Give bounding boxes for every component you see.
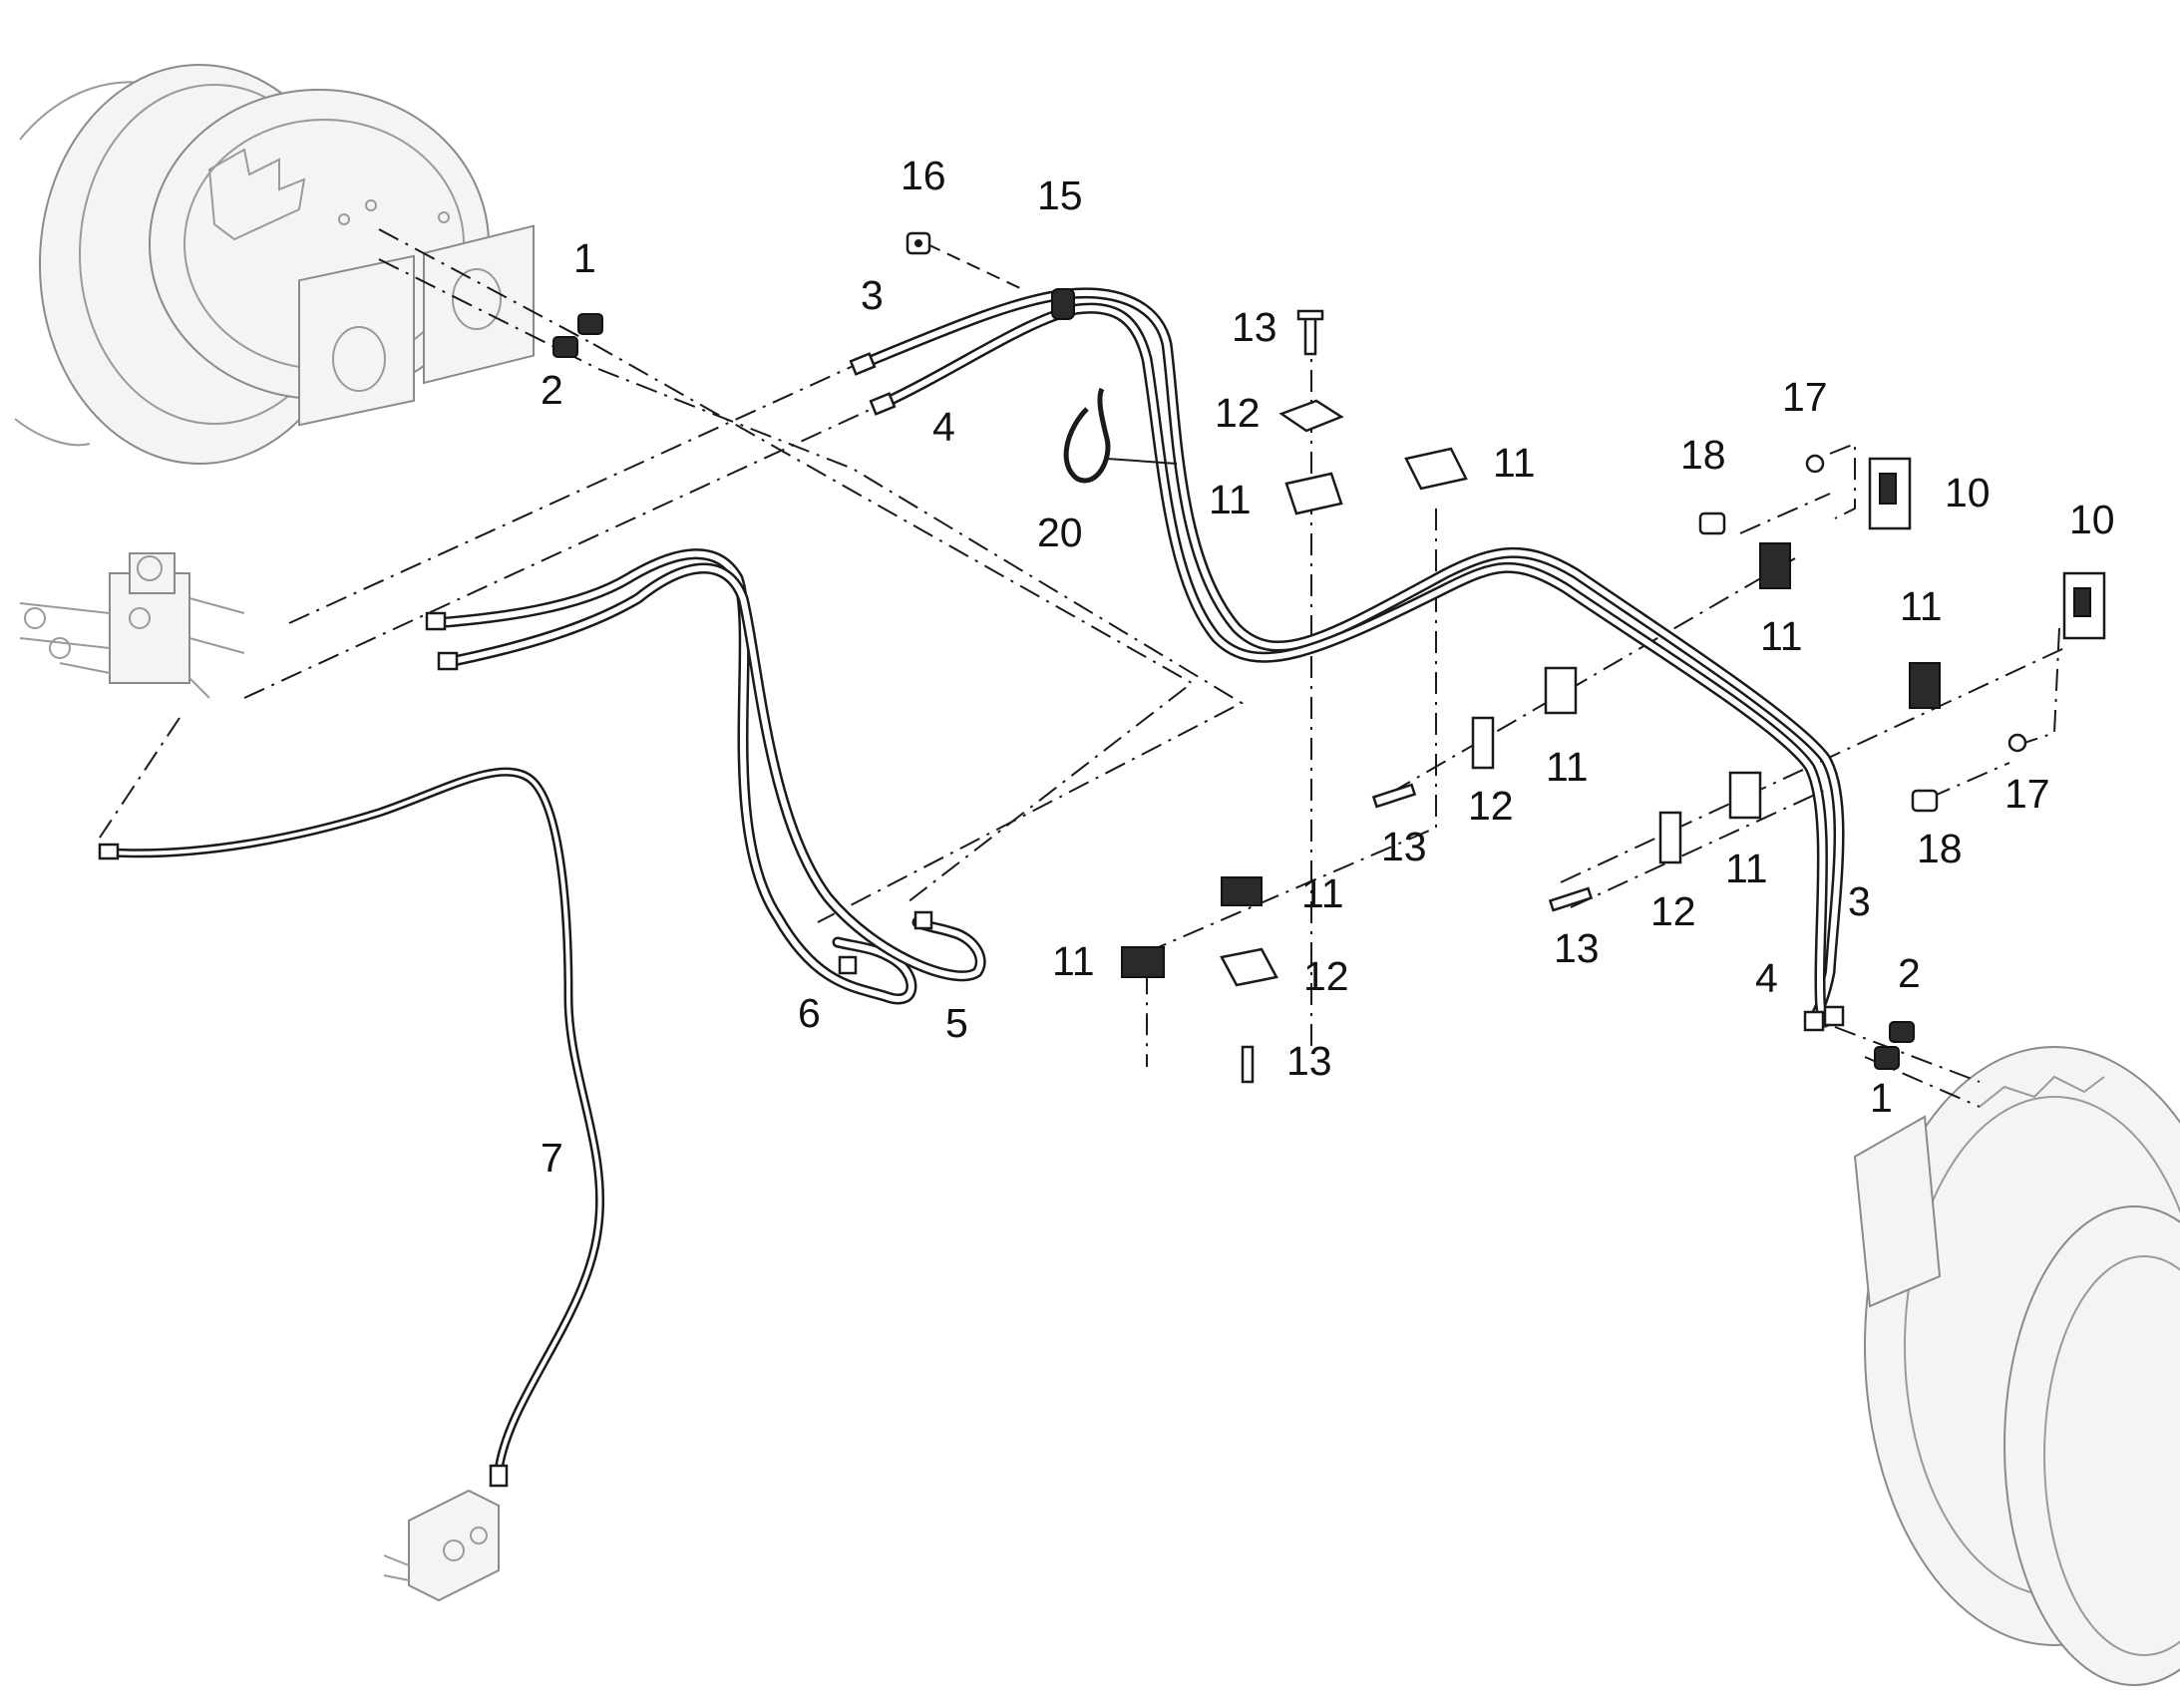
callout-20: 20 — [1037, 510, 1083, 555]
callout-12-top: 12 — [1215, 390, 1261, 436]
callout-2-top: 2 — [541, 367, 563, 413]
callout-4-right: 4 — [1755, 955, 1778, 1001]
callout-13-lower: 13 — [1286, 1038, 1332, 1084]
callout-11-mid-c: 11 — [1546, 744, 1589, 790]
callout-6: 6 — [798, 990, 821, 1036]
valve-block-bottom — [383, 1489, 500, 1602]
drive-motor-left — [14, 64, 535, 465]
callout-11-top-right: 11 — [1493, 440, 1536, 486]
callout-4-top: 4 — [932, 404, 955, 450]
hose-3-4 — [849, 287, 1845, 1032]
bolt-16 — [906, 231, 931, 255]
cable-tie-20 — [1063, 387, 1178, 484]
callout-12-center: 12 — [1650, 888, 1696, 934]
callout-11-lower-left: 11 — [1052, 938, 1095, 984]
callout-7: 7 — [541, 1135, 563, 1181]
callout-10-top: 10 — [1945, 470, 1991, 515]
drive-motor-right — [1853, 1046, 2180, 1686]
control-valve-block-left — [19, 552, 245, 699]
clamp-hardware — [1121, 309, 2106, 1084]
callout-11-mid-a: 11 — [1760, 613, 1803, 659]
callout-3-right: 3 — [1848, 878, 1871, 924]
callout-13-top: 13 — [1232, 304, 1277, 350]
leader-lines — [99, 228, 2065, 1108]
callout-16: 16 — [901, 153, 946, 198]
callout-3-top: 3 — [861, 272, 884, 318]
callout-13-center: 13 — [1554, 925, 1600, 971]
callout-12-lower: 12 — [1303, 953, 1349, 999]
callout-17-top: 17 — [1782, 374, 1828, 420]
callout-18-top: 18 — [1680, 432, 1726, 478]
callout-2-right: 2 — [1898, 950, 1921, 996]
fittings-1-2-top — [552, 313, 603, 358]
callout-15: 15 — [1037, 172, 1083, 218]
hose-5-6 — [425, 548, 986, 1005]
callout-11-mid-b: 11 — [1900, 583, 1943, 629]
callout-13-mid: 13 — [1381, 824, 1427, 869]
hose-7 — [98, 767, 605, 1488]
callout-12-mid: 12 — [1468, 783, 1514, 829]
callout-10-right: 10 — [2069, 497, 2115, 542]
callout-18-right: 18 — [1917, 826, 1963, 871]
callout-17-right: 17 — [2004, 771, 2050, 817]
callout-labels: 16 15 1 2 3 4 13 12 11 11 20 17 18 10 10… — [541, 153, 2115, 1181]
fittings-1-2-right — [1874, 1021, 1915, 1070]
callout-11-top-left: 11 — [1209, 477, 1252, 522]
callout-11-center-a: 11 — [1301, 870, 1344, 916]
hose-clamp-15 — [1051, 288, 1075, 320]
callout-11-center-b: 11 — [1725, 846, 1768, 891]
callout-5: 5 — [945, 1000, 968, 1046]
callout-1-top: 1 — [573, 235, 596, 281]
callout-1-right: 1 — [1870, 1075, 1893, 1121]
